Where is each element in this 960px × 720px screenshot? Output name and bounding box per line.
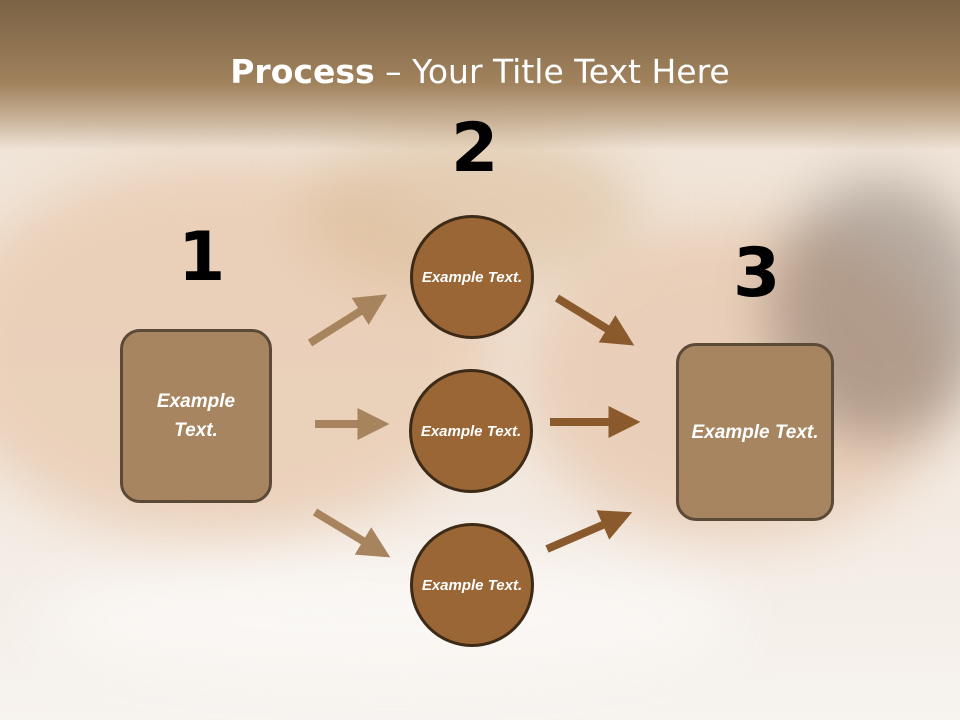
title-bar	[0, 0, 960, 150]
arrow-1-to-2-top	[307, 294, 388, 347]
step-1-text: Example Text.	[156, 391, 236, 441]
arrow-2-to-3-top	[554, 294, 635, 346]
step-1-box: Example Text.	[120, 329, 272, 503]
step-number-2: 2	[451, 109, 499, 188]
step-2-text-bottom: Example Text.	[421, 576, 523, 594]
arrow-2-to-3-bottom	[545, 510, 633, 553]
step-3-text: Example Text.	[691, 421, 819, 443]
step-2-circle-middle: Example Text.	[409, 369, 533, 493]
step-2-text-top: Example Text.	[421, 268, 523, 286]
step-2-circle-top: Example Text.	[410, 215, 534, 339]
title-strong: Process	[230, 52, 375, 91]
title-rest: – Your Title Text Here	[374, 52, 730, 91]
step-number-3: 3	[733, 234, 781, 313]
step-number-1: 1	[178, 218, 226, 297]
slide-title: Process – Your Title Text Here	[0, 52, 960, 91]
arrow-1-to-2-bottom	[312, 508, 391, 558]
background-photo-shape	[40, 560, 740, 680]
step-3-box: Example Text.	[676, 343, 834, 521]
step-2-text-middle: Example Text.	[420, 422, 522, 440]
step-2-circle-bottom: Example Text.	[410, 523, 534, 647]
